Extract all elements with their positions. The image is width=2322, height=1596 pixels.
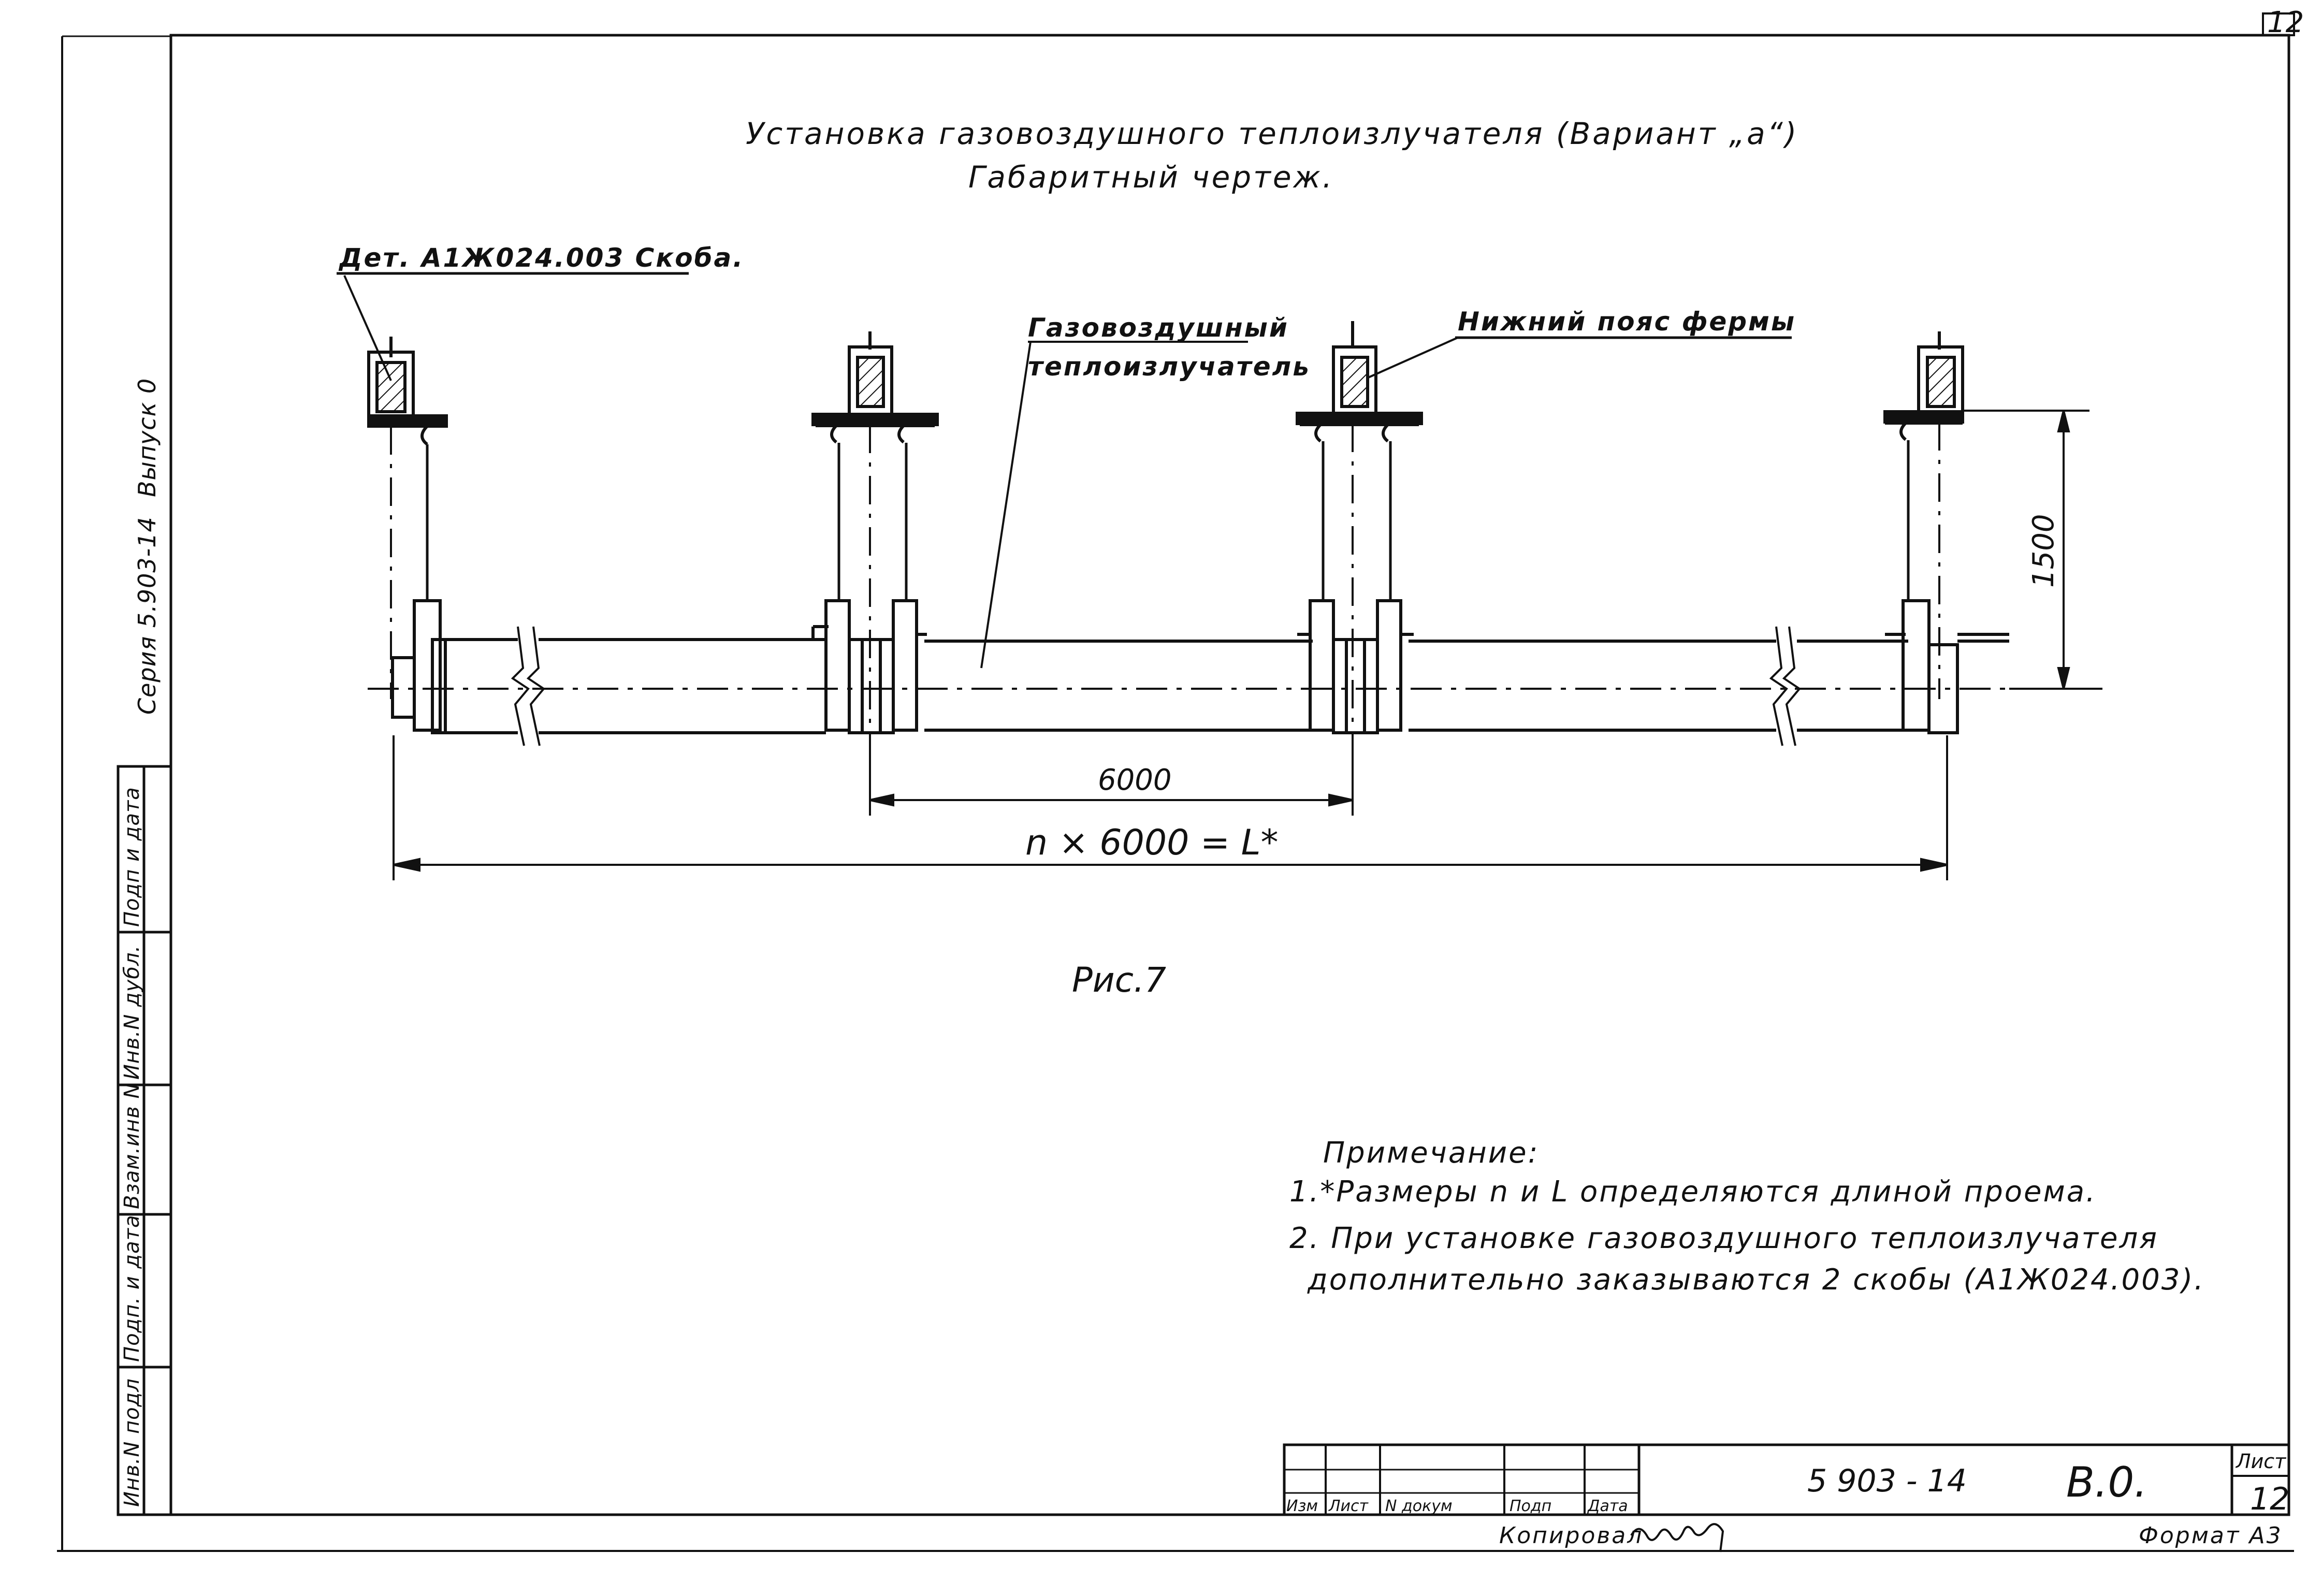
tb-col-ndok: N докум bbox=[1385, 1497, 1453, 1515]
stamp-field-vzam-inv: Взам.инв N bbox=[120, 1083, 144, 1209]
tb-col-podp: Подп bbox=[1510, 1497, 1551, 1515]
tb-col-list: Лист bbox=[1328, 1497, 1369, 1515]
dimension-height-value: 1500 bbox=[2027, 514, 2060, 588]
tb-col-data: Дата bbox=[1587, 1497, 1628, 1515]
stamp-field-podp-data: Подп. и дата bbox=[120, 1215, 144, 1362]
drawing-title-line2: Габаритный чертеж. bbox=[968, 159, 1334, 195]
bracket-assembly-1 bbox=[367, 337, 448, 699]
stamp-series: Серия 5.903-14 bbox=[133, 516, 161, 715]
stamp-field-inv-podl: Инв.N подл bbox=[120, 1378, 144, 1507]
heater-callout-line1: Газовоздушный bbox=[1028, 313, 1289, 343]
tb-document-code: 5 903 - 14 bbox=[1807, 1463, 1967, 1499]
truss-callout: Нижний пояс фермы bbox=[1458, 307, 1796, 337]
notes-heading: Примечание: bbox=[1323, 1136, 1539, 1170]
tb-stage: В.0. bbox=[2066, 1458, 2147, 1506]
heater-leader bbox=[980, 341, 1032, 669]
side-stamp: Инв.N подл Подп. и дата Взам.инв N Инв.N… bbox=[117, 378, 172, 1516]
tb-copied-by: Копировал bbox=[1499, 1522, 1643, 1549]
stamp-issue: Выпуск 0 bbox=[133, 378, 161, 497]
drawing-title-line1: Установка газовоздушного теплоизлучателя… bbox=[746, 116, 1798, 151]
notes-item-1: 1.*Размеры n и L определяются длиной про… bbox=[1289, 1175, 2097, 1209]
dimension-span bbox=[869, 741, 1354, 816]
stamp-field-inv-dubl: Инв.N дубл. bbox=[120, 945, 144, 1080]
bracket-callout: Дет. А1Ж024.003 Скоба. bbox=[338, 243, 744, 273]
bracket-assembly-2 bbox=[811, 331, 939, 803]
truss-leader bbox=[1367, 337, 1458, 379]
heater-callout-line2: теплоизлучатель bbox=[1028, 352, 1311, 382]
tb-format: Формат А3 bbox=[2139, 1522, 2283, 1549]
heater-pipe bbox=[368, 599, 2102, 746]
tb-sheet-number: 12 bbox=[2250, 1481, 2289, 1517]
figure-caption: Рис.7 bbox=[1072, 960, 1166, 1000]
dimension-total bbox=[393, 735, 1948, 880]
bracket-assembly-4 bbox=[1883, 331, 1964, 699]
bracket-assembly-3 bbox=[1296, 321, 1423, 803]
copier-signature bbox=[1630, 1523, 1724, 1553]
corner-sheet-number: 12 bbox=[2267, 6, 2304, 39]
stamp-field-podp-data2: Подп и дата bbox=[120, 787, 144, 927]
dimension-total-value: n × 6000 = L* bbox=[1025, 822, 1278, 863]
dimension-height bbox=[1963, 410, 2102, 690]
notes-item-2-line2: дополнительно заказываются 2 скобы (А1Ж0… bbox=[1307, 1263, 2205, 1297]
tb-col-izm: Изм bbox=[1286, 1497, 1318, 1515]
notes-item-2-line1: 2. При установке газовоздушного теплоизл… bbox=[1289, 1222, 2158, 1255]
dimension-span-value: 6000 bbox=[1098, 763, 1172, 797]
title-block bbox=[1283, 1443, 2290, 1516]
tb-sheet-label: Лист bbox=[2235, 1450, 2287, 1473]
